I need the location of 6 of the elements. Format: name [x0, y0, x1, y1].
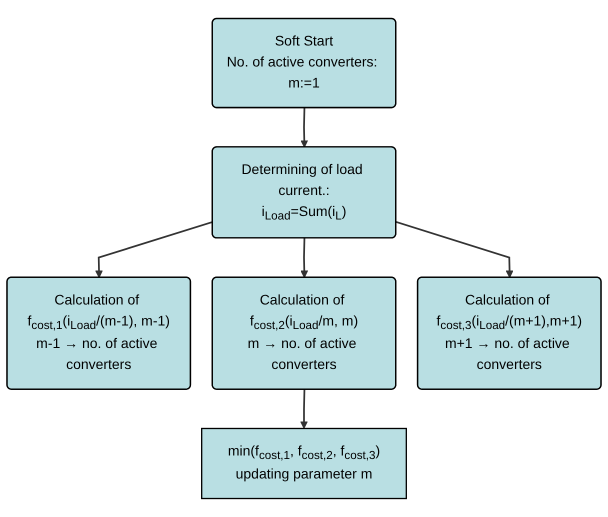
arrow — [300, 108, 308, 148]
arrow — [300, 390, 308, 429]
arrow — [396, 221, 514, 278]
node-box: min(f$_{cost,1}$, f$_{cost,2}$, f$_{cost,3}$) updating parameter m — [201, 428, 407, 500]
arrow — [300, 238, 308, 278]
arrow — [95, 221, 213, 278]
